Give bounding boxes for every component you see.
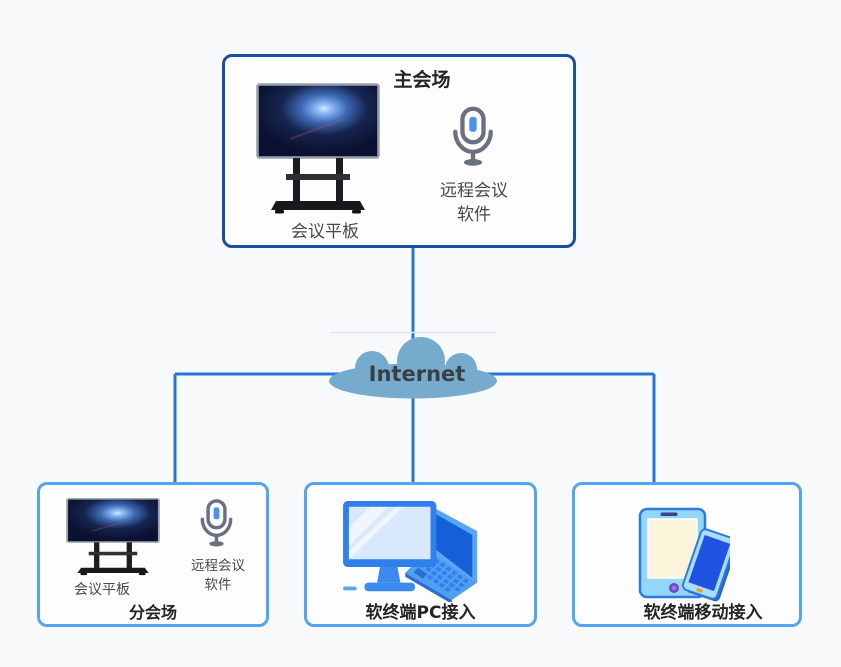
mobile-access-box: 软终端移动接入 <box>572 482 802 627</box>
meeting-panel-label: 会议平板 <box>74 582 130 598</box>
remote-software-label: 远程会议 软件 <box>191 557 245 595</box>
meeting-panel-label: 会议平板 <box>291 222 359 242</box>
main-venue-title: 主会场 <box>393 69 451 91</box>
microphone-icon <box>198 499 235 548</box>
meeting-panel-icon <box>256 83 380 215</box>
branch-venue-title: 分会场 <box>128 603 178 622</box>
meeting-panel-icon <box>66 498 160 576</box>
remote-software-line1: 远程会议 <box>440 181 508 201</box>
remote-software-line1: 远程会议 <box>191 558 245 574</box>
branch-venue-box: 会议平板 远程会议 软件 分会场 <box>37 482 269 627</box>
main-venue-box: 主会场 会议平板 远程会议 <box>222 54 576 248</box>
desktop-laptop-icon <box>341 499 487 602</box>
cloud-base <box>329 363 497 399</box>
tablet-phone-icon <box>638 504 730 602</box>
remote-software-line2: 软件 <box>204 577 232 593</box>
remote-software-line2: 软件 <box>457 205 491 225</box>
remote-software-label: 远程会议 软件 <box>440 179 508 227</box>
microphone-icon <box>450 106 496 168</box>
internet-cloud-icon: Internet <box>329 337 497 399</box>
pc-access-box: 软终端PC接入 <box>304 482 537 627</box>
pc-access-title: 软终端PC接入 <box>365 603 476 623</box>
mobile-access-title: 软终端移动接入 <box>643 603 763 623</box>
internet-label: Internet <box>369 362 466 386</box>
